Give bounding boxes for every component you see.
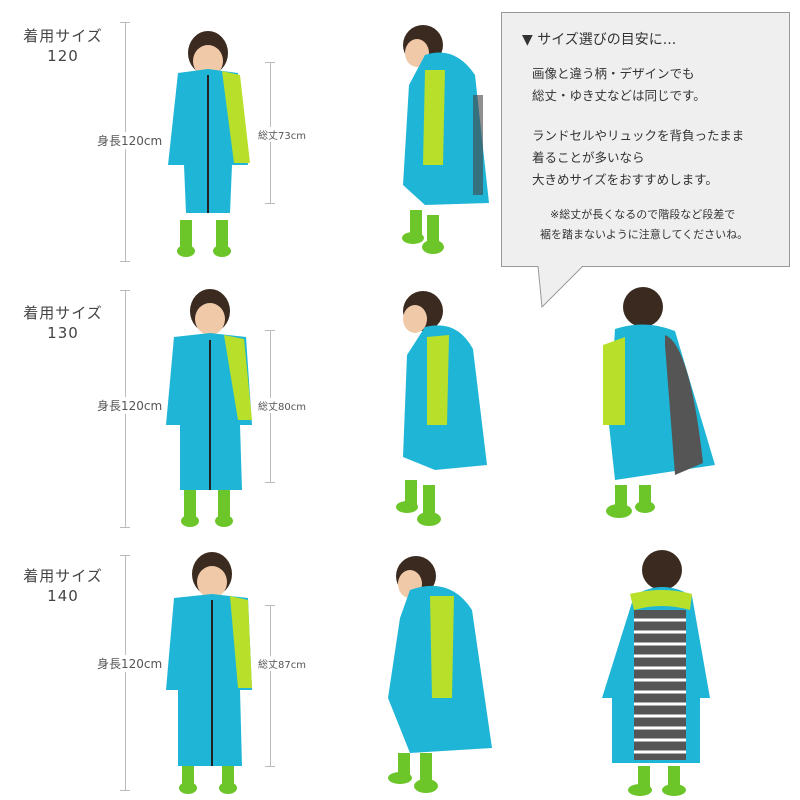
length-scale-bottom-tick xyxy=(265,203,275,204)
child-front-size130-photo xyxy=(166,289,252,527)
height-scale-top-tick xyxy=(120,22,130,23)
size-label-130: 着用サイズ 130 xyxy=(18,303,108,343)
height-measure: 身長120cm xyxy=(95,397,165,414)
height-scale-bottom-tick xyxy=(120,527,130,528)
length-measure: 総丈73cm xyxy=(257,127,307,142)
size-number: 140 xyxy=(47,587,79,605)
child-back-size140-photo xyxy=(602,550,710,796)
height-measure: 身長120cm xyxy=(95,132,165,149)
length-measure: 総丈80cm xyxy=(257,398,307,413)
height-scale-bottom-tick xyxy=(120,261,130,262)
child-back-size130-photo xyxy=(603,287,715,518)
length-scale-bottom-tick xyxy=(265,766,275,767)
callout-line: 着ることが多いなら xyxy=(532,150,645,165)
length-scale-top-tick xyxy=(265,62,275,63)
child-front-size120-photo xyxy=(168,31,250,257)
length-scale-top-tick xyxy=(265,330,275,331)
size-number: 130 xyxy=(47,324,79,342)
size-guide-callout: ▼ サイズ選びの目安に... 画像と違う柄・デザインでも 総丈・ゆき丈などは同じ… xyxy=(501,12,790,267)
size-label-120: 着用サイズ 120 xyxy=(18,26,108,66)
callout-line: 総丈・ゆき丈などは同じです。 xyxy=(532,88,706,103)
child-side-size120-photo xyxy=(402,25,489,254)
callout-pointer xyxy=(537,265,584,309)
height-scale-line xyxy=(125,555,126,791)
callout-note: ※総丈が長くなるので階段など段差で xyxy=(550,208,736,221)
size-label-140: 着用サイズ 140 xyxy=(18,566,108,606)
callout-title: ▼ サイズ選びの目安に... xyxy=(522,32,677,48)
height-scale-top-tick xyxy=(120,290,130,291)
callout-note: 裾を踏まないように注意してくださいね。 xyxy=(540,228,749,241)
size-number: 120 xyxy=(47,47,79,65)
child-side-size130-photo xyxy=(396,291,487,526)
callout-line: 画像と違う柄・デザインでも xyxy=(532,66,695,81)
length-scale-bottom-tick xyxy=(265,482,275,483)
length-scale-line xyxy=(270,605,271,767)
height-measure: 身長120cm xyxy=(95,655,165,672)
size-label-text: 着用サイズ xyxy=(23,567,103,585)
size-label-text: 着用サイズ xyxy=(23,304,103,322)
child-front-size140-photo xyxy=(166,552,252,794)
length-scale-top-tick xyxy=(265,605,275,606)
length-measure: 総丈87cm xyxy=(257,656,307,671)
callout-line: 大きめサイズをおすすめします。 xyxy=(532,172,718,187)
callout-line: ランドセルやリュックを背負ったまま xyxy=(532,128,745,143)
child-side-size140-photo xyxy=(388,556,492,793)
size-label-text: 着用サイズ xyxy=(23,27,103,45)
height-scale-top-tick xyxy=(120,555,130,556)
height-scale-bottom-tick xyxy=(120,790,130,791)
